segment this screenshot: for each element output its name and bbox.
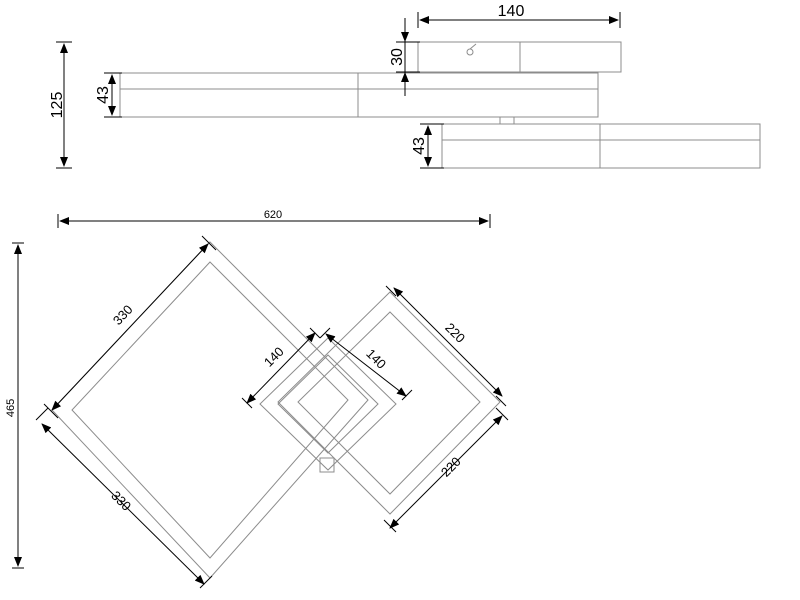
dim-panel1-height-label: 43 — [95, 86, 112, 104]
dim-top-width-label: 140 — [498, 3, 525, 20]
dim-top-width: 140 — [417, 3, 621, 28]
dim-overall-height: 465 — [5, 242, 24, 569]
side-connector — [499, 116, 515, 125]
dim-small-lower: 220 — [383, 407, 509, 533]
side-panel-1 — [119, 72, 599, 118]
dim-small-upper-label: 220 — [442, 320, 468, 346]
dim-big-upper-label: 330 — [110, 302, 136, 328]
dim-top-height-label: 30 — [389, 48, 406, 66]
dim-panel2-height: 43 — [411, 123, 444, 169]
dim-big-lower-label: 330 — [108, 488, 134, 514]
dim-top-height: 30 — [389, 18, 420, 96]
side-view: 140 30 125 43 — [49, 3, 761, 169]
dim-center-right: 140 — [319, 327, 413, 401]
dim-small-upper: 220 — [385, 285, 507, 407]
dim-overall-height-label: 465 — [5, 399, 17, 417]
dim-big-lower: 330 — [35, 407, 213, 589]
center-connector — [319, 457, 335, 473]
dim-center-right-label: 140 — [363, 346, 389, 372]
small-frame-outer — [277, 291, 501, 515]
dim-overall-width-label: 620 — [264, 209, 282, 221]
side-mount-screw — [466, 48, 474, 56]
center-frame-inner — [277, 354, 379, 454]
dim-big-upper: 330 — [43, 235, 217, 419]
side-panel-2 — [441, 123, 761, 169]
dim-center-left: 140 — [241, 327, 321, 409]
dim-total-height: 125 — [49, 41, 72, 169]
dim-overall-width: 620 — [57, 209, 491, 228]
dim-panel1-height: 43 — [95, 72, 122, 118]
dim-panel2-height-label: 43 — [411, 137, 428, 155]
dim-total-height-label: 125 — [49, 92, 66, 119]
big-frame-outer — [51, 241, 369, 579]
top-view: 620 465 330 — [5, 209, 509, 589]
